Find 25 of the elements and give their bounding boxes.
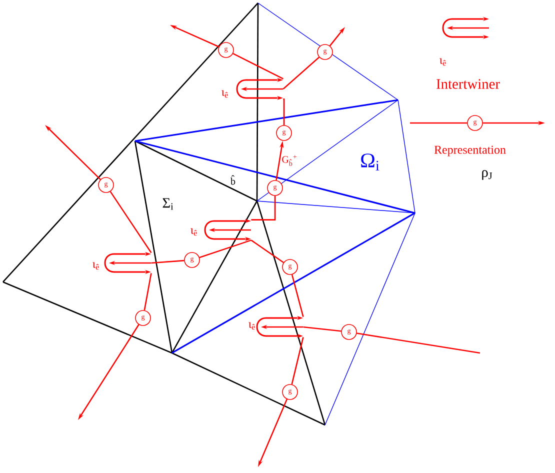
sigma-label: Σ$_{i}$ [162, 198, 174, 210]
connector [410, 122, 468, 124]
omega-label: Ω$_{i}$ [361, 154, 380, 170]
node-caption: ι$_{ê}$ [440, 58, 446, 66]
node-caption: Representation [434, 146, 506, 156]
connector [303, 326, 342, 332]
connector [144, 273, 152, 310]
node-caption: ι$_{ê}$ [248, 322, 255, 330]
hat-label: b̂ [230, 175, 236, 185]
node-caption: ι$_{ê}$ [222, 90, 228, 98]
connector [291, 337, 304, 384]
connector [151, 260, 184, 264]
connector [282, 98, 285, 126]
node-caption: ι$_{ê}$ [190, 228, 197, 236]
node-caption: ι$_{ê}$ [92, 262, 99, 270]
node-caption: Intertwiner [436, 79, 500, 89]
node-caption: ρ$_{J}$ [482, 170, 492, 180]
connector [356, 332, 480, 354]
connector [232, 52, 284, 80]
connector [251, 196, 276, 220]
connector [110, 191, 152, 254]
connector [291, 274, 304, 317]
connector [282, 56, 320, 90]
connector [199, 240, 252, 258]
connector [250, 240, 284, 264]
